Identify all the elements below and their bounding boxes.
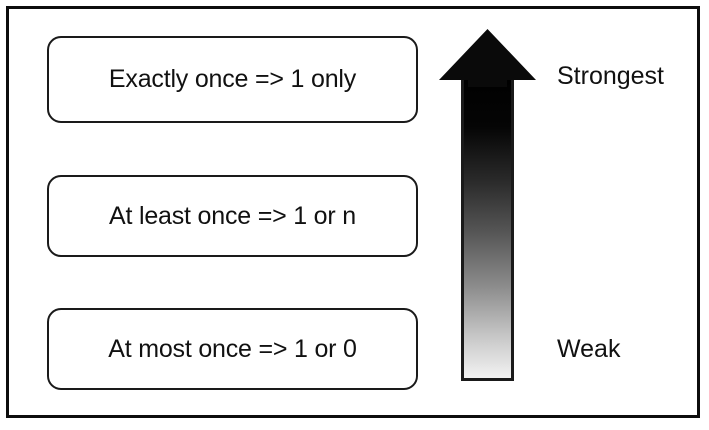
scale-label-strongest: Strongest [557,62,665,90]
up-arrow-icon [437,27,539,384]
concept-box-label: At most once => 1 or 0 [108,334,357,363]
scale-label-weak: Weak [557,335,621,363]
concept-box-exactly-once: Exactly once => 1 only [47,36,418,123]
concept-box-at-least-once: At least once => 1 or n [47,175,418,257]
concept-box-label: Exactly once => 1 only [108,65,357,93]
concept-box-at-most-once: At most once => 1 or 0 [47,308,418,390]
concept-box-label: At least once => 1 or n [109,201,356,230]
